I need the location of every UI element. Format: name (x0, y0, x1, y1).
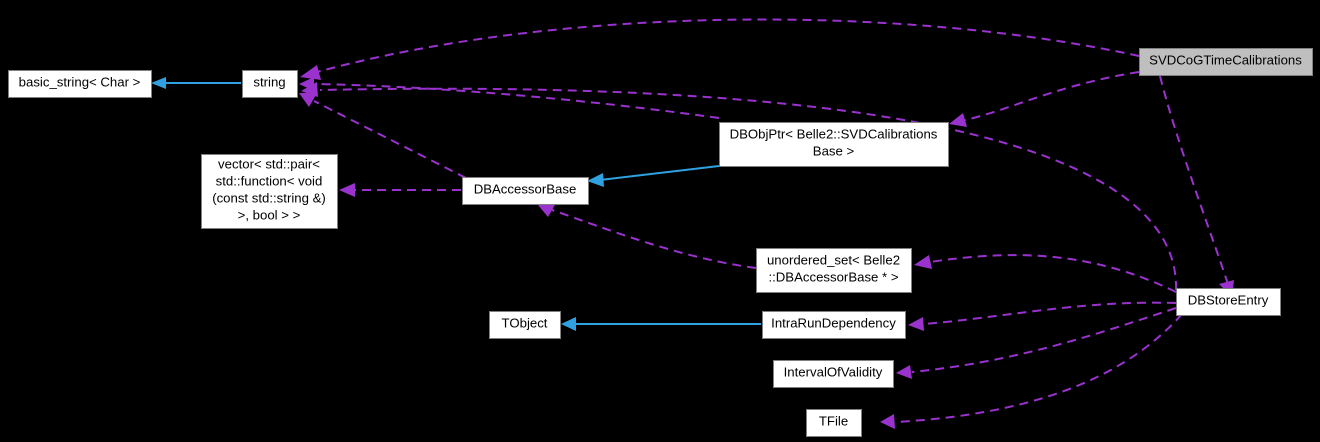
node-tfile[interactable]: TFile (806, 409, 862, 437)
node-box-tfile[interactable] (806, 409, 862, 437)
edge-string-from-dbobjptr (314, 83, 720, 119)
node-box-dbaccessorbase[interactable] (462, 177, 589, 205)
edge-string-from-dbstoreentry (319, 87, 1178, 291)
node-label-intrarundependency: IntraRunDependency (771, 316, 896, 331)
node-dbstoreentry[interactable]: DBStoreEntry (1176, 288, 1281, 316)
edge-dbaccessorbase-from-unordered_set (551, 209, 757, 269)
node-label-tobject: TObject (502, 316, 548, 331)
node-label-dbstoreentry: DBStoreEntry (1188, 293, 1269, 308)
node-box-svdcogtimecalibrations[interactable] (1139, 48, 1313, 76)
node-label-basic_string: basic_string< Char > (19, 75, 141, 90)
node-box-unordered_set[interactable] (756, 248, 912, 293)
arrowhead-tfile-from-dbstoreentry (880, 414, 895, 429)
arrowhead-intrarundependency-from-dbstoreentry (908, 317, 924, 331)
node-unordered_set[interactable]: unordered_set< Belle2::DBAccessorBase * … (756, 248, 912, 293)
node-box-intrarundependency[interactable] (762, 311, 906, 339)
node-intrarundependency[interactable]: IntraRunDependency (762, 311, 906, 339)
edge-layer (151, 18, 1234, 429)
node-label-string: string (253, 75, 285, 90)
node-box-basic_string[interactable] (8, 70, 152, 98)
node-tobject[interactable]: TObject (489, 311, 561, 339)
edge-intervalofvalidity-from-dbstoreentry (911, 307, 1177, 373)
node-dbaccessorbase[interactable]: DBAccessorBase (462, 177, 589, 205)
edge-tfile-from-dbstoreentry (895, 313, 1183, 423)
node-label-tfile: TFile (819, 414, 848, 429)
arrowhead-string-from-svdcogtimecalibrations (300, 65, 321, 80)
arrowhead-dbaccessorbase-from-dbobjptr (587, 173, 604, 187)
node-box-vector_pair[interactable] (201, 154, 338, 229)
arrowhead-string-from-dbaccessorbase (299, 93, 317, 107)
node-svdcogtimecalibrations[interactable]: SVDCoGTimeCalibrations (1139, 48, 1313, 76)
edge-dbaccessorbase-from-dbobjptr (599, 165, 720, 181)
arrowhead-dbaccessorbase-from-unordered_set (538, 203, 556, 217)
arrowhead-intervalofvalidity-from-dbstoreentry (896, 365, 912, 379)
node-basic_string[interactable]: basic_string< Char > (8, 70, 152, 98)
node-label-dbaccessorbase: DBAccessorBase (474, 182, 577, 197)
node-string[interactable]: string (242, 70, 298, 98)
node-label-unordered_set: unordered_set< Belle2::DBAccessorBase * … (767, 253, 900, 285)
node-intervalofvalidity[interactable]: IntervalOfValidity (773, 360, 894, 388)
node-vector_pair[interactable]: vector< std::pair<std::function< void(co… (201, 154, 338, 229)
edge-intrarundependency-from-dbstoreentry (923, 301, 1177, 325)
arrowhead-basic_string-from-string (151, 77, 166, 89)
arrowhead-tobject-from-intrarundependency (561, 317, 576, 331)
edge-dbobjptr-from-svdcogtimecalibrations (964, 71, 1140, 121)
node-box-string[interactable] (242, 70, 298, 98)
edge-unordered_set-from-dbstoreentry (929, 254, 1177, 293)
edge-string-from-dbaccessorbase (313, 100, 467, 179)
node-label-vector_pair: vector< std::pair<std::function< void(co… (212, 157, 326, 223)
node-box-dbstoreentry[interactable] (1176, 288, 1281, 316)
arrowhead-dbobjptr-from-svdcogtimecalibrations (949, 113, 967, 127)
node-label-svdcogtimecalibrations: SVDCoGTimeCalibrations (1149, 53, 1302, 68)
arrowhead-vector-from-dbaccessorbase (339, 183, 355, 197)
arrowhead-unordered_set-from-dbstoreentry (914, 255, 932, 269)
edge-string-from-svdcogtimecalibrations (316, 18, 1140, 73)
node-box-dbobjptr[interactable] (719, 122, 949, 167)
node-box-tobject[interactable] (489, 311, 561, 339)
edge-dbstoreentry-from-svdcogtimecalibrations (1159, 75, 1229, 285)
node-label-intervalofvalidity: IntervalOfValidity (784, 365, 883, 380)
node-box-intervalofvalidity[interactable] (773, 360, 894, 388)
